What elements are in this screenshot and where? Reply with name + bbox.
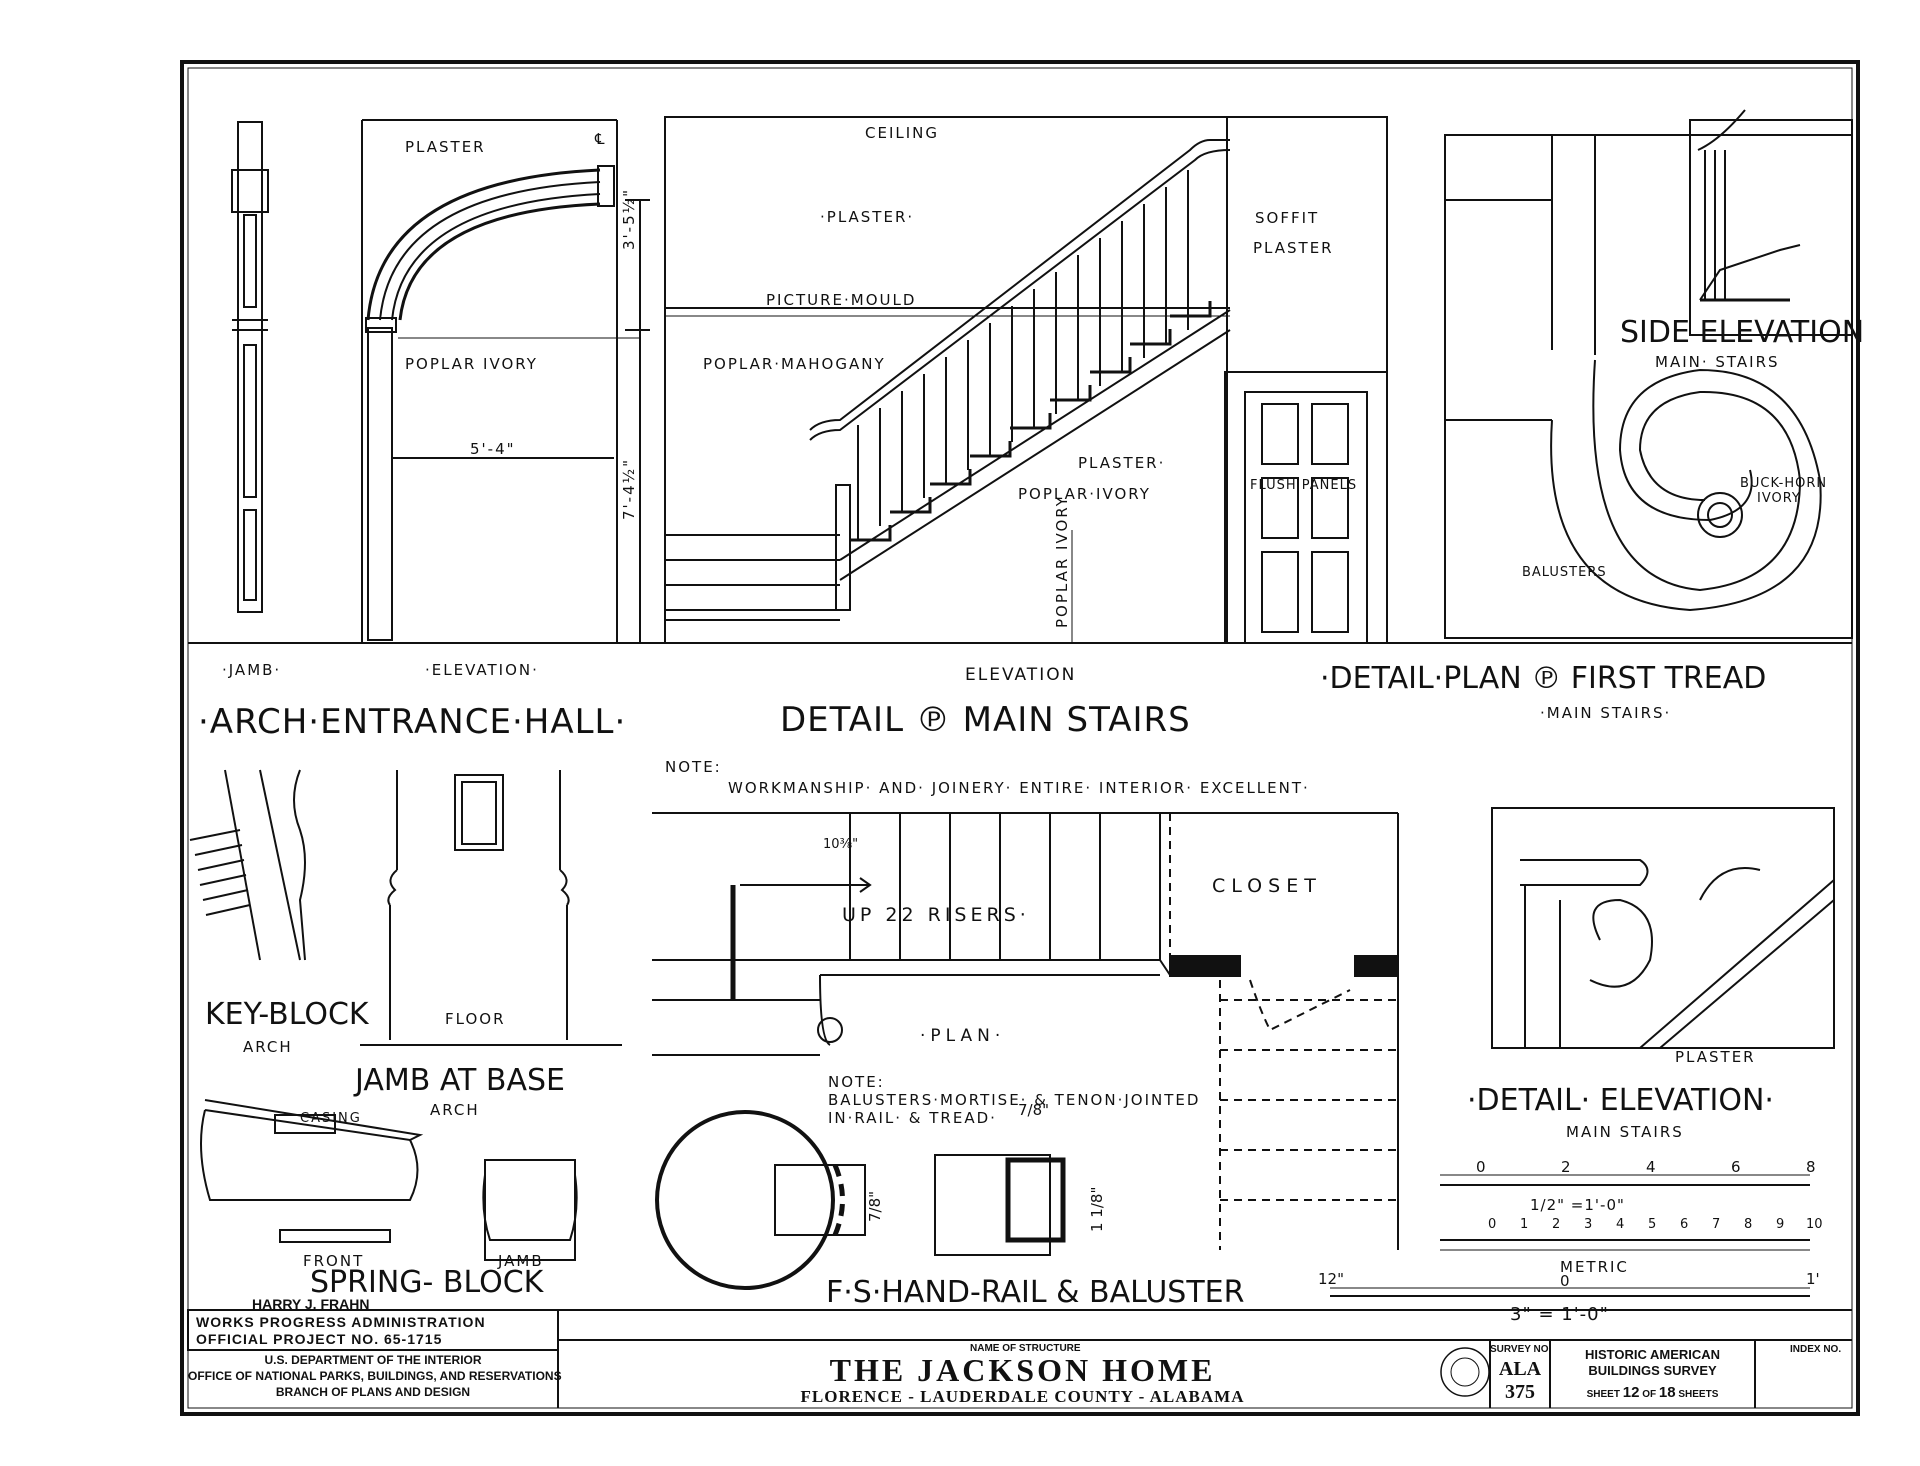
- sheet-count: SHEET 12 OF 18 SHEETS: [1586, 1384, 1719, 1401]
- dept-line2: OFFICE OF NATIONAL PARKS, BUILDINGS, AND…: [188, 1369, 562, 1383]
- dim-118: 1 1/8": [1088, 1186, 1106, 1232]
- detail-plaster-label: PLASTER: [1675, 1048, 1756, 1066]
- scale1-label: 1/2" =1'-0": [1530, 1196, 1625, 1214]
- buck-horn-label: BUCK-HORN: [1740, 476, 1828, 491]
- index-no-label: INDEX NO.: [1790, 1344, 1842, 1355]
- spring-block-title: SPRING- BLOCK: [310, 1265, 544, 1300]
- stairs-poplar-ivory-vertical: POPLAR IVORY: [1053, 495, 1071, 628]
- dept-line3: BRANCH OF PLANS AND DESIGN: [275, 1385, 471, 1399]
- soffit-plaster-label: PLASTER: [1253, 239, 1334, 257]
- arch-entrance-hall-title: ·ARCH·ENTRANCE·HALL·: [198, 702, 627, 742]
- ivory-label: IVORY: [1757, 491, 1801, 506]
- handrail-baluster-title: F·S·HAND-RAIL & BALUSTER: [826, 1275, 1245, 1310]
- arch-poplar-ivory-label: POPLAR IVORY: [405, 355, 538, 373]
- dim-78-top: 7/8": [1018, 1101, 1050, 1119]
- dim-78-side: 7/8": [866, 1190, 884, 1222]
- scales: [1330, 1174, 1810, 1297]
- picture-mould-label: PICTURE·MOULD: [766, 291, 917, 309]
- scale3-left: 12": [1318, 1270, 1344, 1288]
- spring-block: [200, 1099, 578, 1261]
- jamb-column: [231, 121, 269, 613]
- outer-border: [180, 60, 1860, 1416]
- scale3-right: 1': [1806, 1270, 1820, 1288]
- arch-lower-dim: 7'-4½": [620, 457, 638, 520]
- arch-elevation: [361, 119, 650, 644]
- flush-panels-label: FLUSH PANELS: [1250, 478, 1358, 493]
- key-block-title: KEY-BLOCK: [205, 997, 369, 1032]
- handrail-baluster: [655, 1110, 1066, 1290]
- metric-label: METRIC: [1560, 1258, 1629, 1276]
- sheet-total: 18: [1658, 1384, 1676, 1401]
- note2-line2: IN·RAIL· & TREAD·: [828, 1109, 997, 1127]
- arch-upper-dim: 3'-5½": [620, 187, 638, 250]
- drafter-name: HARRY J. FRAHN: [252, 1296, 370, 1312]
- first-tread-plan: [1444, 109, 1853, 639]
- poplar-mahogany-label: POPLAR·MAHOGANY: [703, 355, 886, 373]
- stairs-ceiling-label: CEILING: [865, 124, 939, 142]
- arch-elevation-label: ·ELEVATION·: [425, 661, 539, 679]
- jamb-at-base-sub: ARCH: [430, 1101, 480, 1119]
- scale3-label: 3" = 1'-0": [1510, 1304, 1609, 1325]
- stairs-elevation: [664, 116, 1388, 644]
- floor-label: FLOOR: [445, 1010, 506, 1028]
- detail-elevation-title: ·DETAIL· ELEVATION·: [1467, 1083, 1774, 1118]
- side-elevation-title: SIDE ELEVATION: [1620, 315, 1865, 350]
- stairs-plan: [652, 812, 1399, 1250]
- stairs-poplar-ivory-label: POPLAR·IVORY: [1018, 485, 1151, 503]
- detail-elevation-main-stairs: MAIN STAIRS: [1566, 1123, 1684, 1141]
- structure-name: THE JACKSON HOME: [829, 1352, 1216, 1388]
- note2-line1: BALUSTERS·MORTISE· & TENON·JOINTED: [828, 1091, 1201, 1109]
- side-elevation-main-stairs: MAIN· STAIRS: [1655, 353, 1780, 371]
- note-text: WORKMANSHIP· AND· JOINERY· ENTIRE· INTER…: [728, 779, 1310, 797]
- note-label: NOTE:: [665, 758, 722, 776]
- dept-line1: U.S. DEPARTMENT OF THE INTERIOR: [264, 1353, 482, 1367]
- habs-line1: HISTORIC AMERICAN: [1584, 1347, 1721, 1362]
- detail-plan-first-tread-title: ·DETAIL·PLAN ℗ FIRST TREAD: [1320, 661, 1767, 696]
- stairs-elevation-label: ELEVATION: [965, 665, 1077, 685]
- arch-centerline: ℄: [595, 130, 607, 148]
- structure-location: FLORENCE - LAUDERDALE COUNTY - ALABAMA: [800, 1387, 1245, 1406]
- jamb-at-base: [360, 770, 622, 1046]
- riser-dimension: 10⅜": [823, 837, 859, 852]
- key-block-sub: ARCH: [243, 1038, 293, 1056]
- name-of-structure-label: NAME OF STRUCTURE: [970, 1343, 1081, 1354]
- plan-label: ·PLAN·: [920, 1026, 1006, 1046]
- jamb-at-base-title: JAMB AT BASE: [355, 1063, 565, 1098]
- survey-no-label: SURVEY NO.: [1490, 1344, 1552, 1355]
- jamb-label: ·JAMB·: [222, 661, 282, 679]
- note2-label: NOTE:: [828, 1073, 885, 1091]
- detail-main-stairs-title: DETAIL ℗ MAIN STAIRS: [780, 700, 1191, 740]
- stairs-plaster-mid-label: PLASTER·: [1078, 454, 1166, 472]
- casing-label: CASING: [300, 1111, 362, 1126]
- survey-state: ALA: [1498, 1358, 1542, 1380]
- wpa-line1: WORKS PROGRESS ADMINISTRATION: [196, 1314, 486, 1330]
- habs-line2: BUILDINGS SURVEY: [1588, 1363, 1717, 1378]
- up-risers-label: UP 22 RISERS·: [842, 904, 1030, 926]
- first-tread-main-stairs: ·MAIN STAIRS·: [1540, 704, 1672, 722]
- detail-elevation: [1491, 807, 1835, 1049]
- title-block-lines: [187, 1309, 1852, 1408]
- wpa-line2: OFFICIAL PROJECT NO. 65-1715: [196, 1331, 443, 1347]
- key-block: [189, 769, 306, 961]
- stairs-plaster-label: ·PLASTER·: [820, 208, 915, 226]
- arch-width-dim: 5'-4": [470, 440, 516, 458]
- soffit-label: SOFFIT: [1255, 209, 1320, 227]
- scale3-zero: 0: [1560, 1272, 1570, 1290]
- front-label: FRONT: [303, 1252, 365, 1270]
- survey-number: 375: [1505, 1381, 1535, 1403]
- balusters-label: BALUSTERS: [1522, 565, 1607, 580]
- closet-label: CLOSET: [1212, 875, 1322, 897]
- spring-jamb-label: JAMB: [498, 1252, 544, 1270]
- sheet-number: 12: [1622, 1384, 1640, 1401]
- arch-plaster-label: PLASTER: [405, 138, 486, 156]
